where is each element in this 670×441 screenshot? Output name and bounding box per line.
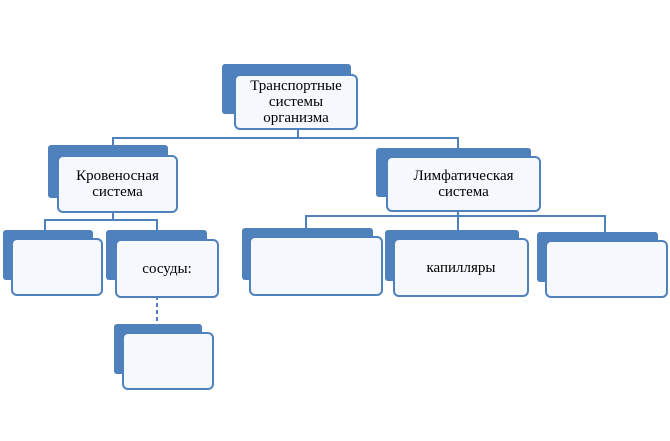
node-lymph-system-label: Лимфатическая система [413, 168, 514, 200]
node-lymph-child-empty-right [537, 232, 668, 298]
node-lymph-child-empty-left [242, 228, 383, 296]
node-blood-system-label: Кровеносная система [76, 168, 159, 200]
node-blood-child-empty-box [11, 238, 103, 296]
connector-lymph-branches [305, 208, 606, 234]
node-transport-systems-box: Транспортные системы организма [234, 74, 358, 130]
node-lymph-child-empty-right-box [545, 240, 668, 298]
node-blood-child-empty [3, 230, 103, 296]
node-transport-systems: Транспортные системы организма [222, 64, 358, 130]
node-blood-system-box: Кровеносная система [57, 155, 178, 213]
connector-blood-branches [44, 211, 158, 232]
node-blood-vessels-label: сосуды: [142, 260, 192, 277]
node-lymph-system: Лимфатическая система [376, 148, 541, 212]
node-blood-system: Кровеносная система [48, 145, 178, 213]
node-lymph-capillaries-box: капилляры [393, 238, 529, 297]
node-blood-vessels-box: сосуды: [115, 239, 219, 298]
node-blood-vessels: сосуды: [106, 230, 219, 298]
node-lymph-system-box: Лимфатическая система [386, 156, 541, 212]
node-lymph-child-empty-left-box [249, 236, 383, 296]
node-vessels-child-empty-box [122, 332, 214, 390]
node-lymph-capillaries: капилляры [385, 230, 529, 297]
node-vessels-child-empty [114, 324, 214, 390]
node-transport-systems-label: Транспортные системы организма [250, 78, 342, 126]
node-lymph-capillaries-label: капилляры [426, 259, 496, 276]
